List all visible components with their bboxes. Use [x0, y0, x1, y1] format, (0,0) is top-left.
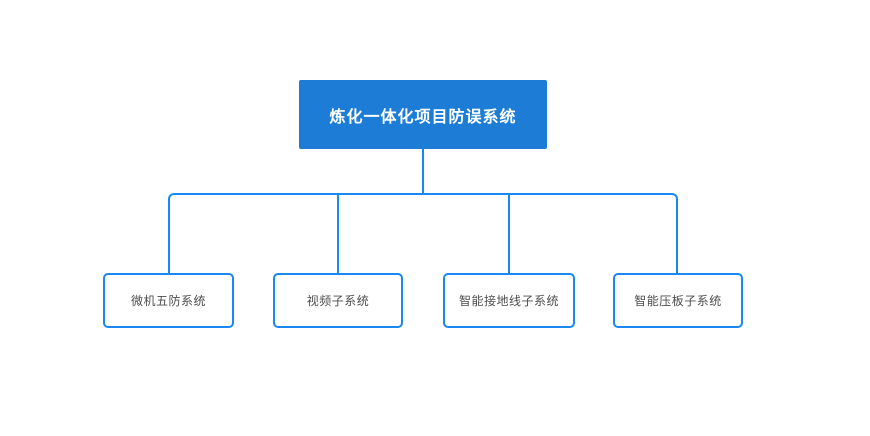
connector-right-branch [423, 193, 678, 273]
child-node-1[interactable]: 微机五防系统 [103, 273, 234, 328]
root-node-label: 炼化一体化项目防误系统 [329, 108, 517, 126]
child-node-2-label: 视频子系统 [306, 294, 370, 308]
child-node-4-label: 智能压板子系统 [634, 294, 722, 308]
child-node-1-label: 微机五防系统 [130, 294, 206, 308]
child-node-3[interactable]: 智能接地线子系统 [443, 273, 575, 328]
connector-left-branch [168, 193, 423, 273]
connector-drop-child-2 [337, 194, 339, 274]
connector-root-stem [422, 149, 424, 195]
child-node-3-label: 智能接地线子系统 [458, 294, 559, 308]
root-node[interactable]: 炼化一体化项目防误系统 [299, 80, 547, 149]
child-node-2[interactable]: 视频子系统 [273, 273, 403, 328]
child-node-4[interactable]: 智能压板子系统 [613, 273, 743, 328]
connector-drop-child-3 [508, 194, 510, 274]
